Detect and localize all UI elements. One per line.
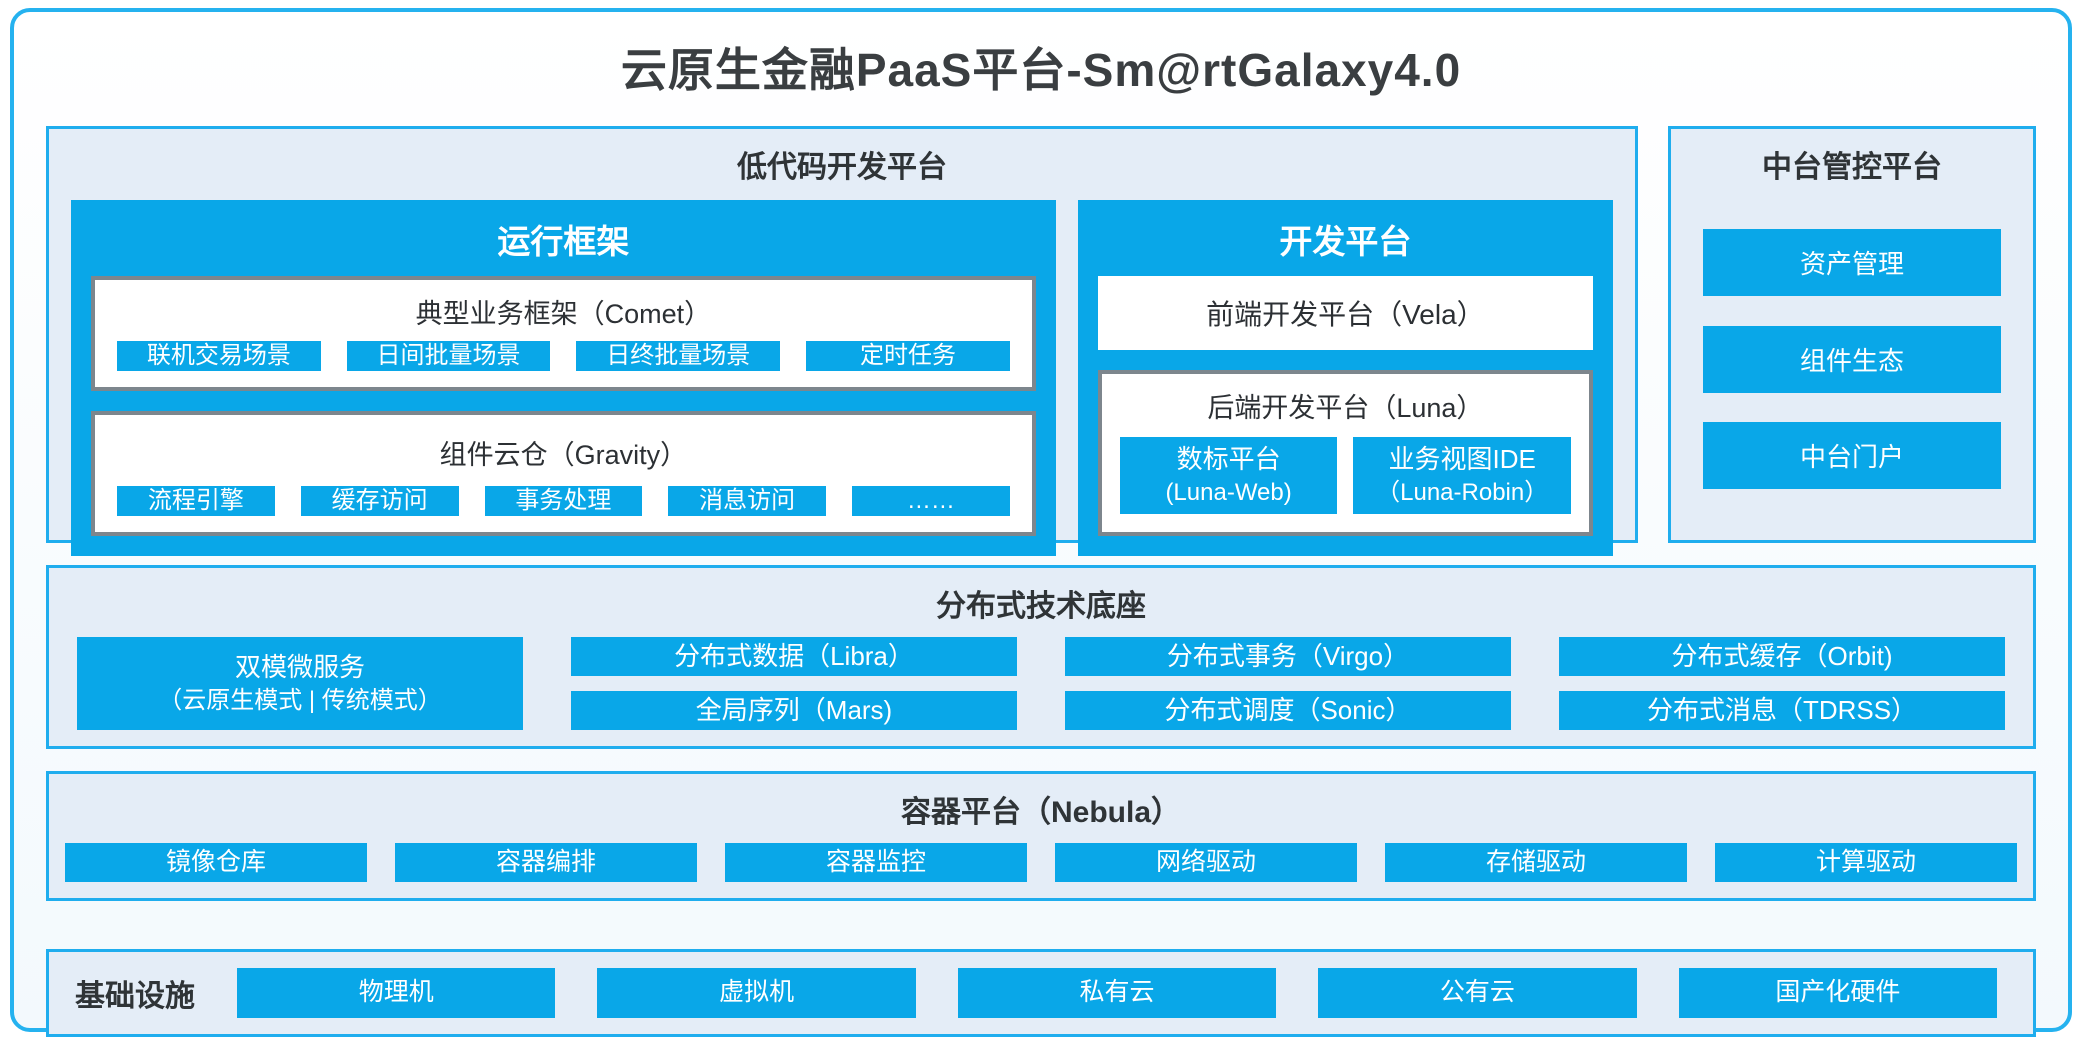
distributed-col-2: 分布式事务（Virgo） 分布式调度（Sonic）: [1065, 637, 1511, 730]
distributed-title: 分布式技术底座: [936, 590, 1146, 623]
midplatform-title: 中台管控平台: [1762, 151, 1942, 184]
lowcode-body: 运行框架 典型业务框架（Comet） 联机交易场景 日间批量场景 日终批量场景 …: [49, 196, 1635, 578]
luna-web-line2: (Luna-Web): [1165, 479, 1292, 507]
node-container-monitoring: 容器监控: [725, 843, 1027, 882]
distributed-col-3: 分布式缓存（Orbit) 分布式消息（TDRSS）: [1559, 637, 2005, 730]
node-component-ecosystem: 组件生态: [1703, 325, 2001, 393]
gravity-items: 流程引擎 缓存访问 事务处理 消息访问 ……: [95, 482, 1032, 532]
node-online-trading: 联机交易场景: [117, 341, 321, 371]
node-vela-frontend: 前端开发平台（Vela）: [1097, 276, 1593, 350]
node-scheduled-task: 定时任务: [806, 341, 1010, 371]
panel-lowcode: 低代码开发平台 运行框架 典型业务框架（Comet） 联机交易场景 日间批量场景…: [46, 126, 1638, 556]
node-cache-access: 缓存访问: [300, 486, 459, 516]
runtime-body: 典型业务框架（Comet） 联机交易场景 日间批量场景 日终批量场景 定时任务 …: [71, 276, 1056, 556]
dual-mode-line2: （云原生模式 | 传统模式）: [158, 687, 442, 715]
panel-container-platform: 容器平台（Nebula） 镜像仓库 容器编排 容器监控 网络驱动 存储驱动 计算…: [46, 771, 2036, 901]
dev-body: 前端开发平台（Vela） 后端开发平台（Luna） 数标平台 (Luna-Web…: [1078, 276, 1613, 556]
node-dual-mode-microservice: 双模微服务 （云原生模式 | 传统模式）: [77, 637, 523, 730]
node-storage-driver: 存储驱动: [1385, 843, 1687, 882]
distributed-col-1: 分布式数据（Libra） 全局序列（Mars): [571, 637, 1017, 730]
node-physical-machine: 物理机: [237, 968, 556, 1018]
midplatform-body: 资产管理 组件生态 中台门户: [1671, 196, 2033, 540]
comet-items: 联机交易场景 日间批量场景 日终批量场景 定时任务: [95, 337, 1032, 387]
node-intraday-batch: 日间批量场景: [346, 341, 551, 371]
luna-robin-line1: 业务视图IDE: [1388, 443, 1536, 474]
comet-box: 典型业务框架（Comet） 联机交易场景 日间批量场景 日终批量场景 定时任务: [91, 276, 1036, 391]
infrastructure-items: 物理机 虚拟机 私有云 公有云 国产化硬件: [237, 968, 1998, 1018]
node-compute-driver: 计算驱动: [1715, 843, 2017, 882]
node-luna-robin: 业务视图IDE （Luna-Robin）: [1353, 437, 1571, 514]
panel-distributed: 分布式技术底座 双模微服务 （云原生模式 | 传统模式） 分布式数据（Libra…: [46, 565, 2036, 749]
node-domestic-hardware: 国产化硬件: [1678, 968, 1998, 1018]
panel-infrastructure: 基础设施 物理机 虚拟机 私有云 公有云 国产化硬件: [46, 949, 2036, 1037]
node-asset-management: 资产管理: [1703, 229, 2001, 297]
diagram-frame: 云原生金融PaaS平台-Sm@rtGalaxy4.0 低代码开发平台 运行框架 …: [10, 8, 2072, 1037]
top-row: 低代码开发平台 运行框架 典型业务框架（Comet） 联机交易场景 日间批量场景…: [46, 126, 2036, 556]
luna-title: 后端开发平台（Luna）: [1207, 393, 1484, 423]
infrastructure-title: 基础设施: [75, 980, 195, 1013]
node-process-engine: 流程引擎: [117, 486, 275, 516]
gravity-title: 组件云仓（Gravity）: [439, 440, 688, 470]
dev-platform-title: 开发平台: [1279, 223, 1412, 260]
node-network-driver: 网络驱动: [1055, 843, 1357, 882]
lowcode-title: 低代码开发平台: [737, 151, 947, 184]
node-distributed-data-libra: 分布式数据（Libra）: [571, 637, 1017, 676]
dev-platform-panel: 开发平台 前端开发平台（Vela） 后端开发平台（Luna） 数标平台 (Lun…: [1077, 200, 1613, 556]
luna-robin-line2: （Luna-Robin）: [1376, 479, 1549, 507]
luna-web-line1: 数标平台: [1176, 443, 1281, 474]
node-private-cloud: 私有云: [957, 968, 1277, 1018]
node-distributed-transaction-virgo: 分布式事务（Virgo）: [1065, 637, 1511, 676]
node-distributed-message-tdrss: 分布式消息（TDRSS）: [1559, 691, 2005, 730]
panel-midplatform: 中台管控平台 资产管理 组件生态 中台门户: [1668, 126, 2036, 543]
gravity-box: 组件云仓（Gravity） 流程引擎 缓存访问 事务处理 消息访问 ……: [91, 411, 1036, 536]
node-global-sequence-mars: 全局序列（Mars): [571, 691, 1017, 730]
node-virtual-machine: 虚拟机: [597, 968, 916, 1018]
node-image-registry: 镜像仓库: [65, 843, 367, 882]
node-ellipsis: ……: [852, 486, 1010, 516]
node-distributed-cache-orbit: 分布式缓存（Orbit): [1559, 637, 2005, 676]
node-eod-batch: 日终批量场景: [576, 341, 781, 371]
page-title: 云原生金融PaaS平台-Sm@rtGalaxy4.0: [620, 44, 1462, 96]
comet-title: 典型业务框架（Comet）: [415, 299, 712, 329]
dual-mode-line1: 双模微服务: [234, 651, 365, 682]
node-midplatform-portal: 中台门户: [1703, 421, 2001, 489]
node-distributed-scheduling-sonic: 分布式调度（Sonic）: [1065, 691, 1511, 730]
node-luna-web: 数标平台 (Luna-Web): [1119, 437, 1338, 514]
runtime-framework-title: 运行框架: [497, 223, 630, 260]
runtime-framework-panel: 运行框架 典型业务框架（Comet） 联机交易场景 日间批量场景 日终批量场景 …: [71, 200, 1056, 556]
node-container-orchestration: 容器编排: [395, 843, 697, 882]
container-items: 镜像仓库 容器编排 容器监控 网络驱动 存储驱动 计算驱动: [49, 841, 2033, 898]
container-platform-title: 容器平台（Nebula）: [900, 796, 1182, 829]
node-transaction-processing: 事务处理: [484, 486, 643, 516]
luna-box: 后端开发平台（Luna） 数标平台 (Luna-Web) 业务视图IDE （Lu…: [1097, 370, 1593, 536]
luna-items: 数标平台 (Luna-Web) 业务视图IDE （Luna-Robin）: [1102, 431, 1589, 532]
node-message-access: 消息访问: [668, 486, 826, 516]
node-public-cloud: 公有云: [1318, 968, 1637, 1018]
distributed-body: 双模微服务 （云原生模式 | 传统模式） 分布式数据（Libra） 全局序列（M…: [49, 635, 2033, 746]
